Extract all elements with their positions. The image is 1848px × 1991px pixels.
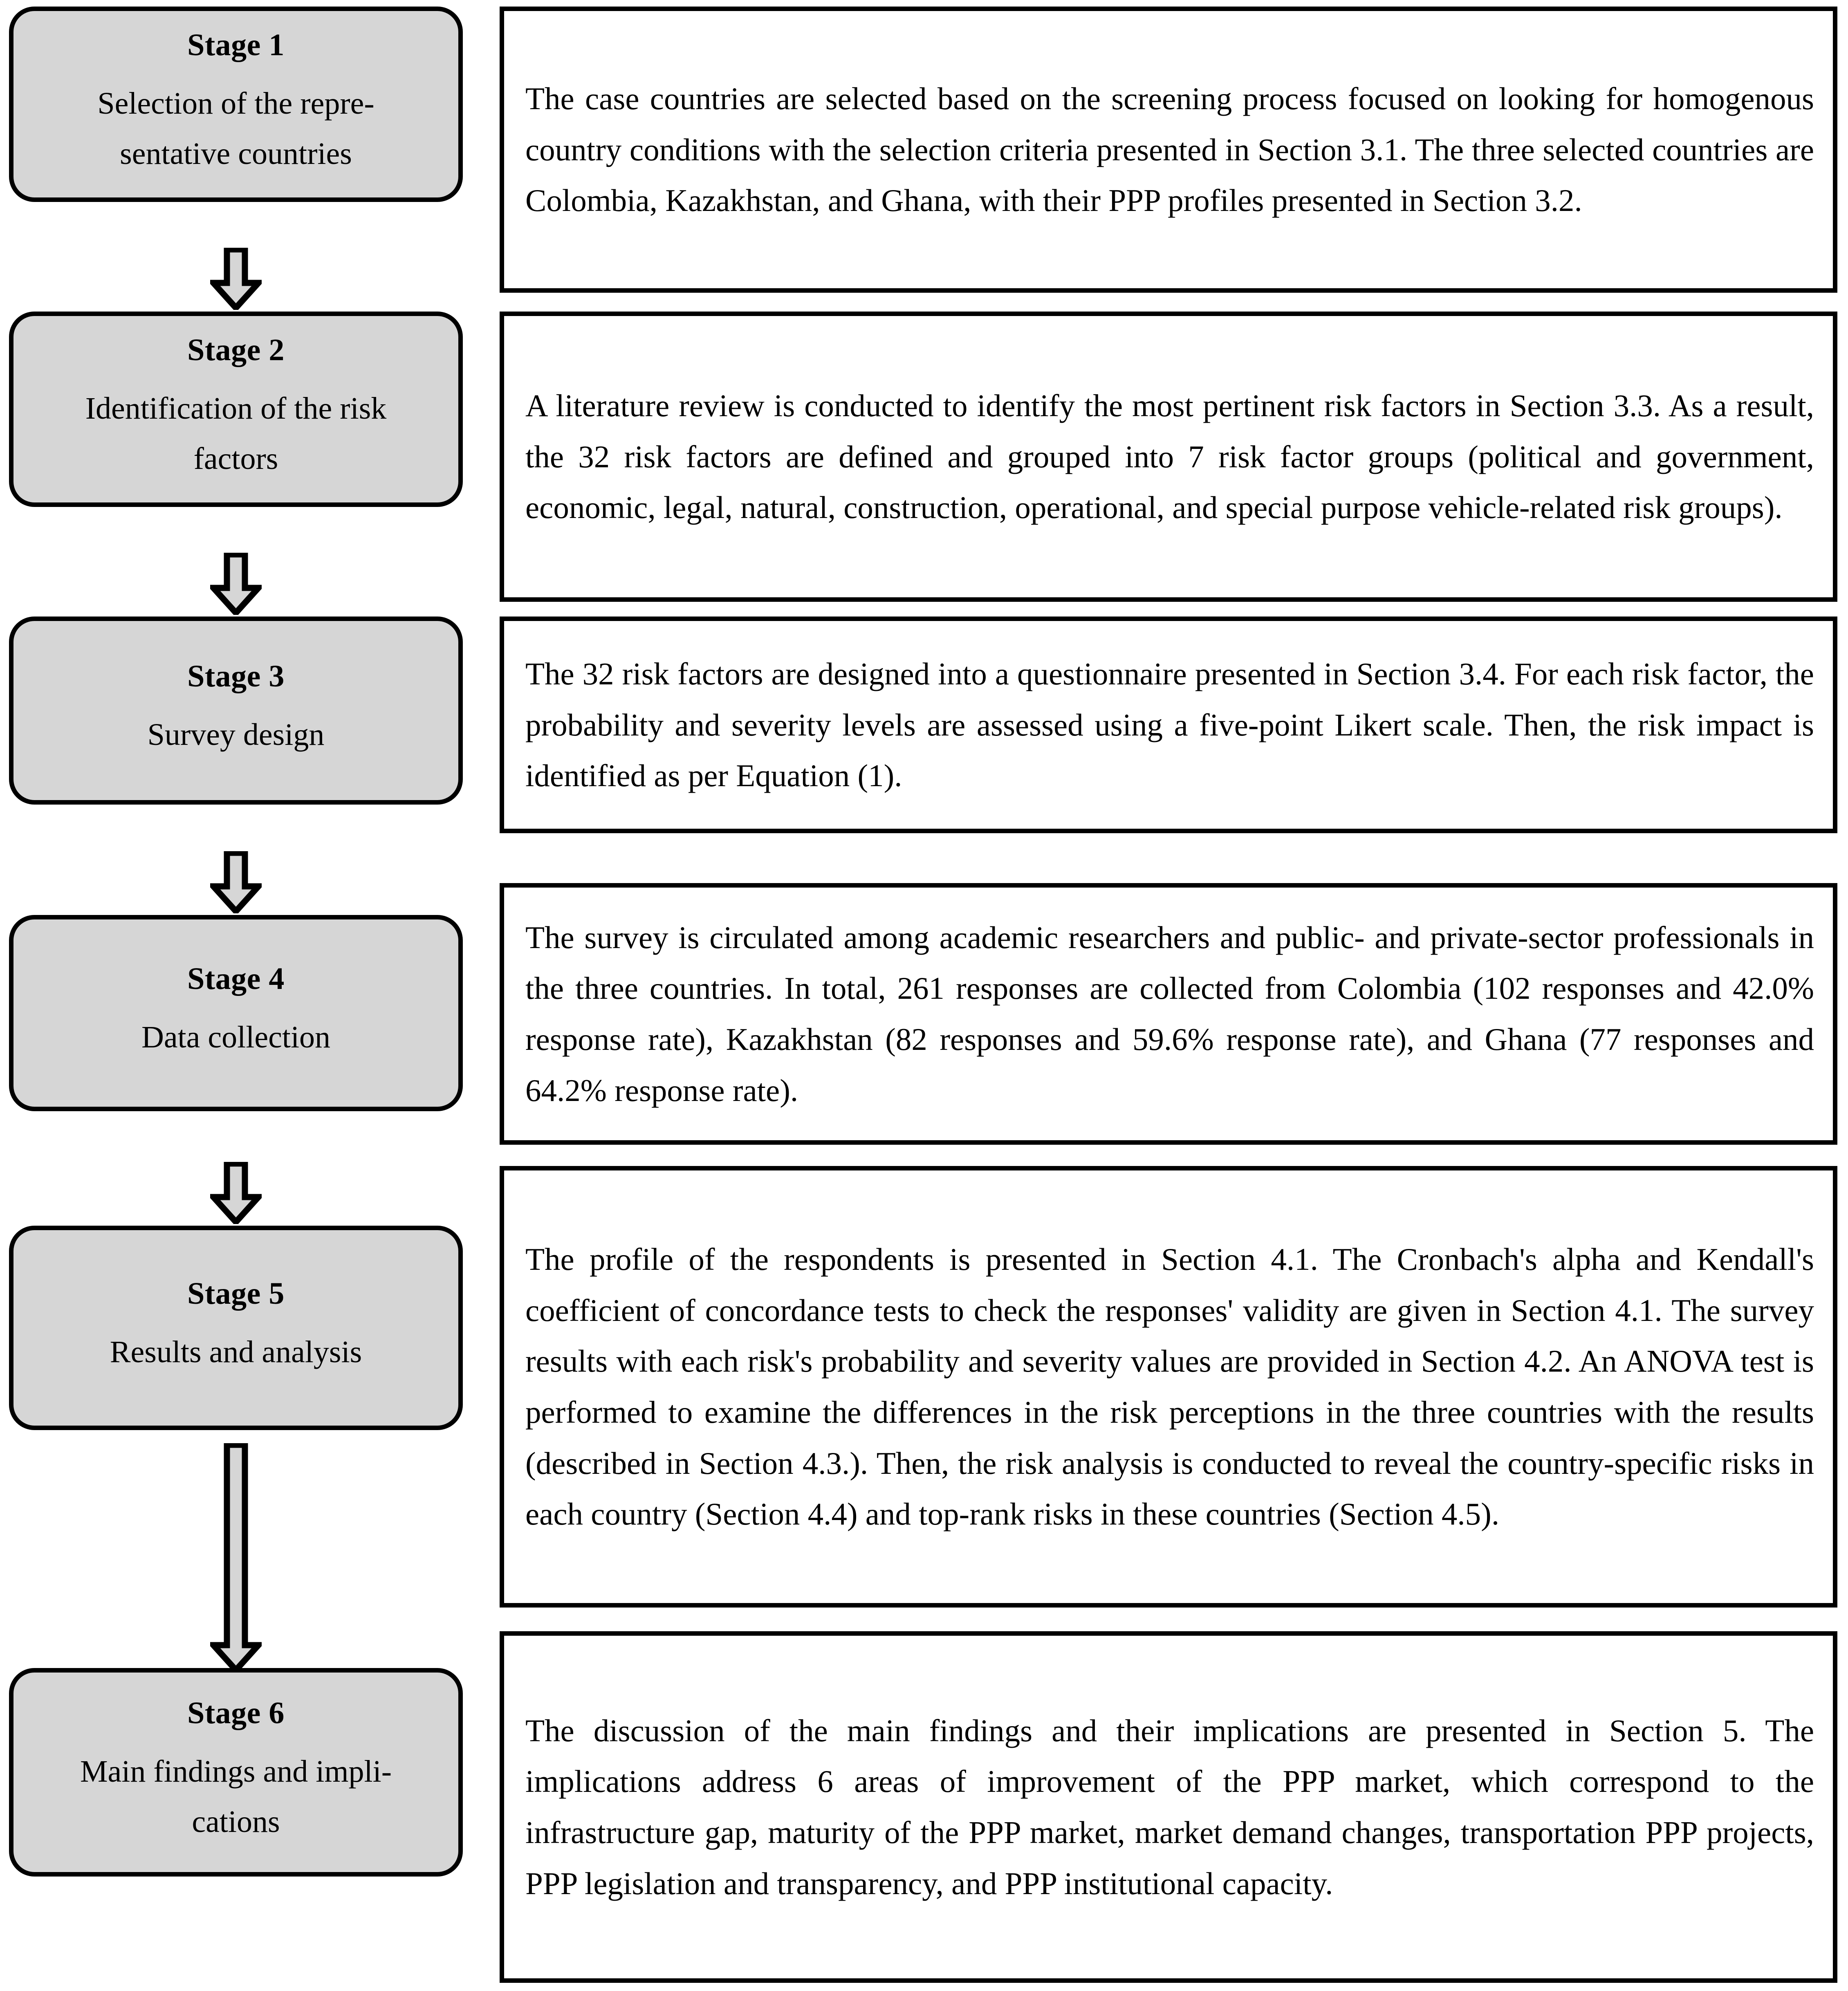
stage-title-3: Stage 3 xyxy=(187,659,285,694)
stage-box-4[interactable]: Stage 4 Data collection xyxy=(9,915,463,1111)
stage-box-2[interactable]: Stage 2 Identification of the risk facto… xyxy=(9,312,463,507)
down-arrow-icon-3 xyxy=(210,851,262,913)
detail-box-6[interactable]: The discussion of the main findings and … xyxy=(500,1631,1837,1983)
stage-description-2: Identification of the risk factors xyxy=(63,383,409,484)
detail-text-5: The profile of the respondents is presen… xyxy=(525,1241,1814,1532)
stage-title-5: Stage 5 xyxy=(187,1276,285,1311)
stage-description-line: sentative countries xyxy=(120,137,352,171)
stage-description-line: Selection of the repre- xyxy=(97,86,375,121)
stage-box-1[interactable]: Stage 1 Selection of the repre- sentativ… xyxy=(9,7,463,202)
detail-box-3[interactable]: The 32 risk factors are designed into a … xyxy=(500,617,1837,833)
stage-description-5: Results and analysis xyxy=(88,1327,384,1377)
stage-title-6: Stage 6 xyxy=(187,1695,285,1730)
stage-description-line: factors xyxy=(193,442,278,476)
detail-text-4: The survey is circulated among academic … xyxy=(525,919,1814,1108)
stage-description-6: Main findings and impli- cations xyxy=(58,1747,414,1847)
stage-title-1: Stage 1 xyxy=(187,27,285,62)
stage-box-5[interactable]: Stage 5 Results and analysis xyxy=(9,1226,463,1430)
down-arrow-icon-2 xyxy=(210,553,262,615)
stage-description-line: Data collection xyxy=(141,1020,331,1055)
stage-description-line: Survey design xyxy=(147,717,325,752)
stage-description-line: cations xyxy=(192,1805,280,1839)
stage-description-3: Survey design xyxy=(126,710,347,760)
stage-box-3[interactable]: Stage 3 Survey design xyxy=(9,617,463,805)
detail-text-2: A literature review is conducted to iden… xyxy=(525,388,1814,525)
down-arrow-icon-1 xyxy=(210,248,262,310)
stage-description-line: Results and analysis xyxy=(110,1335,362,1370)
detail-box-2[interactable]: A literature review is conducted to iden… xyxy=(500,312,1837,602)
detail-text-3: The 32 risk factors are designed into a … xyxy=(525,656,1814,794)
detail-text-6: The discussion of the main findings and … xyxy=(525,1713,1814,1901)
down-arrow-icon-5 xyxy=(210,1443,262,1672)
down-arrow-icon-4 xyxy=(210,1162,262,1224)
detail-text-1: The case countries are selected based on… xyxy=(525,81,1814,218)
stage-title-4: Stage 4 xyxy=(187,962,285,996)
stage-description-1: Selection of the repre- sentative countr… xyxy=(75,78,396,179)
detail-box-4[interactable]: The survey is circulated among academic … xyxy=(500,883,1837,1145)
stage-description-4: Data collection xyxy=(119,1012,352,1063)
detail-box-1[interactable]: The case countries are selected based on… xyxy=(500,7,1837,293)
stage-description-line: Main findings and impli- xyxy=(80,1754,392,1789)
detail-box-5[interactable]: The profile of the respondents is presen… xyxy=(500,1166,1837,1608)
stage-title-2: Stage 2 xyxy=(187,332,285,367)
stage-description-line: Identification of the risk xyxy=(85,391,387,426)
stage-box-6[interactable]: Stage 6 Main findings and impli- cations xyxy=(9,1668,463,1877)
